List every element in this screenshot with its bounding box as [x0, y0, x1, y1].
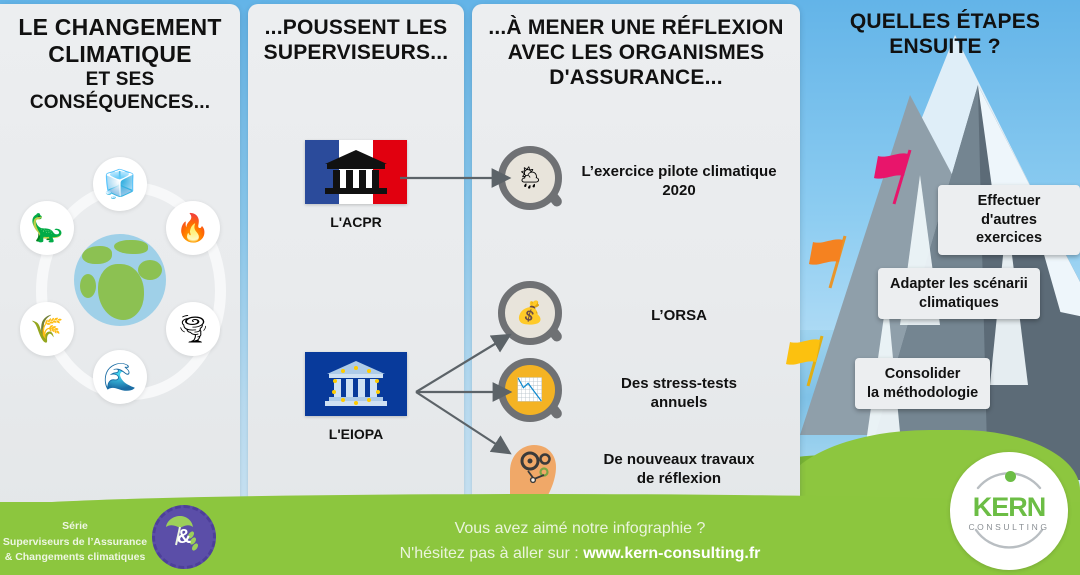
kern-consulting-logo: KERN CONSULTING: [950, 452, 1068, 570]
footer-cta-line1: Vous avez aimé notre infographie ?: [454, 520, 706, 538]
supervisors-title-line1: ...POUSSENT LES: [264, 16, 448, 39]
wildfire-glyph: 🔥: [176, 213, 210, 243]
measure-orsa: 💰 L’ORSA: [472, 279, 800, 353]
flood-wave-glyph: 🌊: [103, 362, 137, 392]
drought-icon: 🌾: [20, 302, 74, 356]
logo-name: KERN: [972, 492, 1047, 522]
next-step-1-line2: d'autres exercices: [975, 211, 1043, 247]
measure-new-work: De nouveaux travaux de réflexion: [472, 432, 800, 506]
chart-glyph: 📉: [516, 377, 544, 402]
footer-series-line2: Superviseurs de l’Assurance: [2, 535, 148, 548]
measures-title-line3: D'ASSURANCE...: [549, 65, 723, 89]
next-step-3-line1: Consolider: [884, 366, 961, 382]
flag-marker-orange: [800, 232, 860, 297]
next-steps-title-line2: ENSUITE ?: [889, 34, 1001, 58]
footer-series-line3: & Changements climatiques: [4, 550, 146, 563]
logo-dot: [1005, 471, 1016, 482]
tornado-glyph: 🌪: [175, 314, 211, 344]
extinction-fossil-icon: 🦕: [20, 201, 74, 255]
measure-stress-tests-label: Des stress-tests annuels: [621, 374, 737, 412]
measure-pilot-exercise-label: L’exercice pilote climatique 2020: [581, 162, 777, 200]
next-step-card-1[interactable]: Effectuer d'autres exercices: [938, 185, 1080, 255]
next-steps-title-line1: QUELLES ÉTAPES: [849, 10, 1041, 33]
eu-bank-temple-glyph: [325, 361, 387, 406]
footer-cta-url[interactable]: www.kern-consulting.fr: [583, 545, 761, 563]
panel-supervisors-title: ...POUSSENT LES SUPERVISEURS...: [248, 4, 464, 66]
flag-marker-pink: [862, 148, 922, 213]
drought-glyph: 🌾: [30, 314, 64, 344]
panel-next-steps-title: QUELLES ÉTAPES ENSUITE ?: [810, 10, 1080, 60]
panel-measures-title: ...À MENER UNE RÉFLEXION AVEC LES ORGANI…: [472, 4, 800, 90]
money-glyph: 💰: [516, 300, 544, 325]
climate-title-line2: CLIMATIQUE: [48, 41, 192, 68]
panel-climate-title: LE CHANGEMENT CLIMATIQUE ET SES CONSÉQUE…: [0, 4, 240, 114]
measures-title-line1: ...À MENER UNE RÉFLEXION: [488, 16, 784, 39]
magnifier-money-icon: 💰: [494, 279, 568, 353]
measure-pilot-exercise: 🌦 L’exercice pilote climatique 2020: [472, 144, 800, 218]
magnifier-weather-icon: 🌦: [494, 144, 568, 218]
climate-title-line1: LE CHANGEMENT: [18, 14, 222, 40]
supervisors-title-line2: SUPERVISEURS...: [263, 40, 449, 64]
iceberg-glyph: 🧊: [103, 169, 137, 199]
footer-cta-line2-prefix: N'hésitez pas à aller sur :: [399, 545, 584, 563]
footer-series-line1: Série: [62, 520, 88, 533]
next-step-card-2[interactable]: Adapter les scénarii climatiques: [878, 268, 1040, 320]
wildfire-icon: 🔥: [166, 201, 220, 255]
flood-wave-icon: 🌊: [93, 350, 147, 404]
iceberg-icon: 🧊: [93, 157, 147, 211]
head-gears-icon: [494, 432, 568, 506]
measures-title-line2: AVEC LES ORGANISMES: [507, 40, 765, 64]
badge-symbol: &: [176, 525, 192, 548]
extinction-glyph: 🦕: [30, 213, 64, 243]
next-step-card-3[interactable]: Consolider la méthodologie: [855, 358, 991, 410]
supervisor-acpr-label: L'ACPR: [330, 214, 382, 230]
earth-globe-icon: [74, 234, 166, 326]
next-step-2-line1: Adapter les scénarii: [890, 276, 1028, 292]
next-step-1-line1: Effectuer: [977, 193, 1041, 209]
footer-cta: Vous avez aimé notre infographie ? N'hés…: [330, 517, 830, 567]
umbrella-wheat-glyph: [166, 516, 199, 551]
french-flag-bank-icon: [305, 140, 407, 204]
bank-temple-glyph: [325, 150, 387, 194]
series-badge: &: [152, 505, 216, 569]
measure-new-work-label: De nouveaux travaux de réflexion: [603, 450, 755, 488]
logo-subtitle: CONSULTING: [968, 522, 1050, 532]
supervisor-eiopa-label: L'EIOPA: [328, 426, 384, 442]
climate-title-line3: ET SES CONSÉQUENCES...: [29, 69, 211, 113]
tornado-icon: 🌪: [166, 302, 220, 356]
panel-measures: ...À MENER UNE RÉFLEXION AVEC LES ORGANI…: [472, 4, 800, 516]
next-step-2-line2: climatiques: [919, 294, 999, 311]
weather-glyph: 🌦: [516, 165, 544, 190]
flag-marker-yellow: [780, 330, 840, 395]
magnifier-chart-icon: 📉: [494, 356, 568, 430]
supervisor-acpr: L'ACPR: [248, 140, 464, 230]
next-step-3-line2: la méthodologie: [867, 384, 979, 401]
supervisor-eiopa: L'EIOPA: [248, 352, 464, 442]
eu-flag-bank-icon: [305, 352, 407, 416]
panel-supervisors: ...POUSSENT LES SUPERVISEURS... L'ACPR: [248, 4, 464, 516]
measure-orsa-label: L’ORSA: [651, 307, 707, 325]
climate-consequences-wheel: 🧊 🔥 🌪 🌊 🌾 🦕: [8, 154, 232, 434]
measure-stress-tests: 📉 Des stress-tests annuels: [472, 356, 800, 430]
footer-series-text: Série Superviseurs de l’Assurance & Chan…: [0, 519, 150, 565]
panel-climate-change: LE CHANGEMENT CLIMATIQUE ET SES CONSÉQUE…: [0, 4, 240, 516]
